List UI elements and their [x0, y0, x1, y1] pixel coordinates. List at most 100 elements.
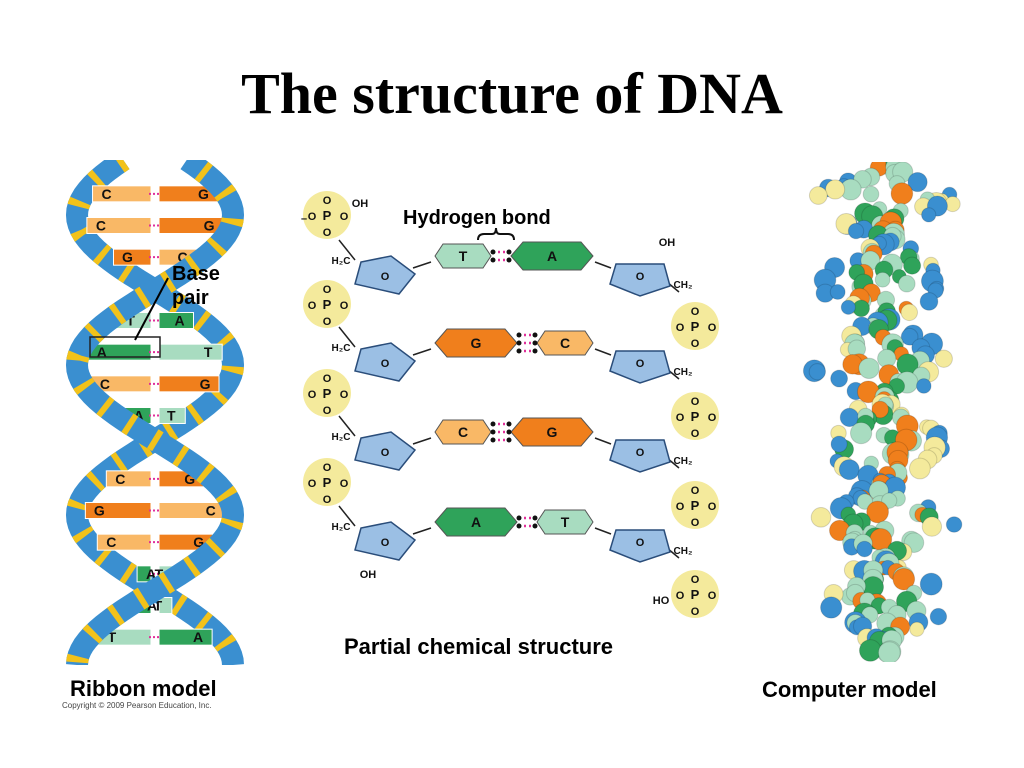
- oxygen-atom: O: [340, 389, 349, 401]
- base-pair-callout-line2: pair: [172, 287, 209, 309]
- atom-sphere: [810, 507, 832, 528]
- atom-sphere: [847, 222, 865, 240]
- oxygen-atom: O: [708, 412, 717, 424]
- ribbon-base-letter: T: [108, 629, 117, 645]
- base-letter: A: [471, 514, 481, 530]
- oxygen-atom: O: [308, 478, 317, 490]
- left-sugar: O: [354, 431, 417, 471]
- atom-sphere: [862, 185, 880, 203]
- computer-model-label: Computer model: [762, 677, 937, 702]
- atom-sphere: [871, 400, 889, 419]
- oxygen-atom: O: [708, 322, 717, 334]
- oxygen-atom: O: [676, 590, 685, 602]
- atom-dot: [490, 421, 496, 427]
- atom-sphere: [934, 349, 953, 368]
- oxygen-atom: O: [691, 574, 700, 586]
- ribbon-base-letter: C: [100, 376, 110, 392]
- atom-dot: [532, 332, 538, 338]
- hydroxyl-label: OH: [360, 569, 377, 581]
- atom-sphere: [808, 363, 826, 381]
- atom-dot: [532, 523, 538, 529]
- methylene-label: H₂C: [332, 256, 351, 267]
- left-sugar: O: [354, 342, 417, 382]
- ribbon-base-letter: C: [101, 186, 111, 202]
- atom-sphere: [820, 596, 843, 619]
- ribbon-front-strand: [65, 160, 245, 665]
- ribbon-base-letter: C: [177, 249, 187, 265]
- oxygen-atom: O: [340, 300, 349, 312]
- ribbon-base-letter: A: [146, 566, 156, 582]
- base-ring: [434, 243, 492, 269]
- ribbon-base-letter: T: [154, 598, 163, 614]
- phosphorus-atom: P: [691, 319, 700, 334]
- oxygen-atom: O: [323, 494, 332, 506]
- oxygen-atom: O: [676, 501, 685, 513]
- sugar-ring: [609, 263, 671, 297]
- backbone-bond: [338, 239, 356, 261]
- right-sugar: O: [609, 439, 671, 473]
- ribbon-base: [158, 343, 223, 361]
- methylene-label: CH₂: [674, 456, 693, 467]
- atom-dot: [506, 249, 512, 255]
- atom-dot: [516, 340, 522, 346]
- ribbon-base-letter: T: [126, 313, 135, 329]
- oxygen-atom: O: [308, 211, 317, 223]
- atom-dot: [506, 437, 512, 443]
- ring-oxygen: O: [636, 271, 645, 283]
- atom-dot: [516, 523, 522, 529]
- phosphorus-atom: P: [323, 297, 332, 312]
- atom-dot: [490, 437, 496, 443]
- copyright-notice: Copyright © 2009 Pearson Education, Inc.: [62, 701, 212, 710]
- phosphorus-atom: P: [691, 498, 700, 513]
- phosphorus-atom: P: [323, 475, 332, 490]
- ring-oxygen: O: [381, 358, 390, 370]
- right-base: C: [536, 330, 594, 356]
- atom-sphere: [858, 639, 882, 662]
- hydroxyl-label: OH: [352, 198, 369, 210]
- atom-dot: [532, 515, 538, 521]
- atom-sphere: [840, 299, 856, 315]
- atom-sphere: [900, 327, 919, 346]
- oxygen-atom: O: [676, 412, 685, 424]
- atom-dot: [506, 429, 512, 435]
- right-sugar: O: [609, 529, 671, 563]
- atom-sphere: [808, 186, 828, 205]
- base-ring: [510, 241, 594, 271]
- atom-sphere: [916, 378, 932, 394]
- glycosidic-bond: [594, 437, 612, 445]
- sugar-ring: [609, 350, 671, 384]
- phosphate-circle: [671, 570, 719, 618]
- oxygen-atom: O: [323, 227, 332, 239]
- atom-sphere: [909, 621, 925, 637]
- atom-sphere: [921, 516, 943, 537]
- atom-sphere: [825, 179, 846, 200]
- atom-sphere: [919, 292, 939, 311]
- backbone-bond: [338, 505, 356, 527]
- base-letter: G: [471, 335, 482, 351]
- glycosidic-bond: [412, 261, 432, 269]
- phosphate-circle: [303, 191, 351, 239]
- glycosidic-bond: [412, 437, 432, 445]
- atom-sphere: [903, 256, 922, 275]
- hydroxyl-label: OH: [659, 237, 676, 249]
- ribbon-base-letter: A: [174, 313, 184, 329]
- atom-dot: [506, 257, 512, 263]
- atom-sphere: [897, 274, 916, 293]
- atom-sphere: [830, 369, 849, 388]
- oxygen-atom: O: [691, 338, 700, 350]
- atom-sphere: [921, 207, 937, 223]
- oxygen-atom: O: [323, 405, 332, 417]
- atom-dot: [532, 340, 538, 346]
- right-sugar: O: [609, 263, 671, 297]
- ribbon-model-label: Ribbon model: [70, 676, 217, 701]
- base-ring: [536, 509, 594, 535]
- ribbon-base-letter: C: [206, 503, 216, 519]
